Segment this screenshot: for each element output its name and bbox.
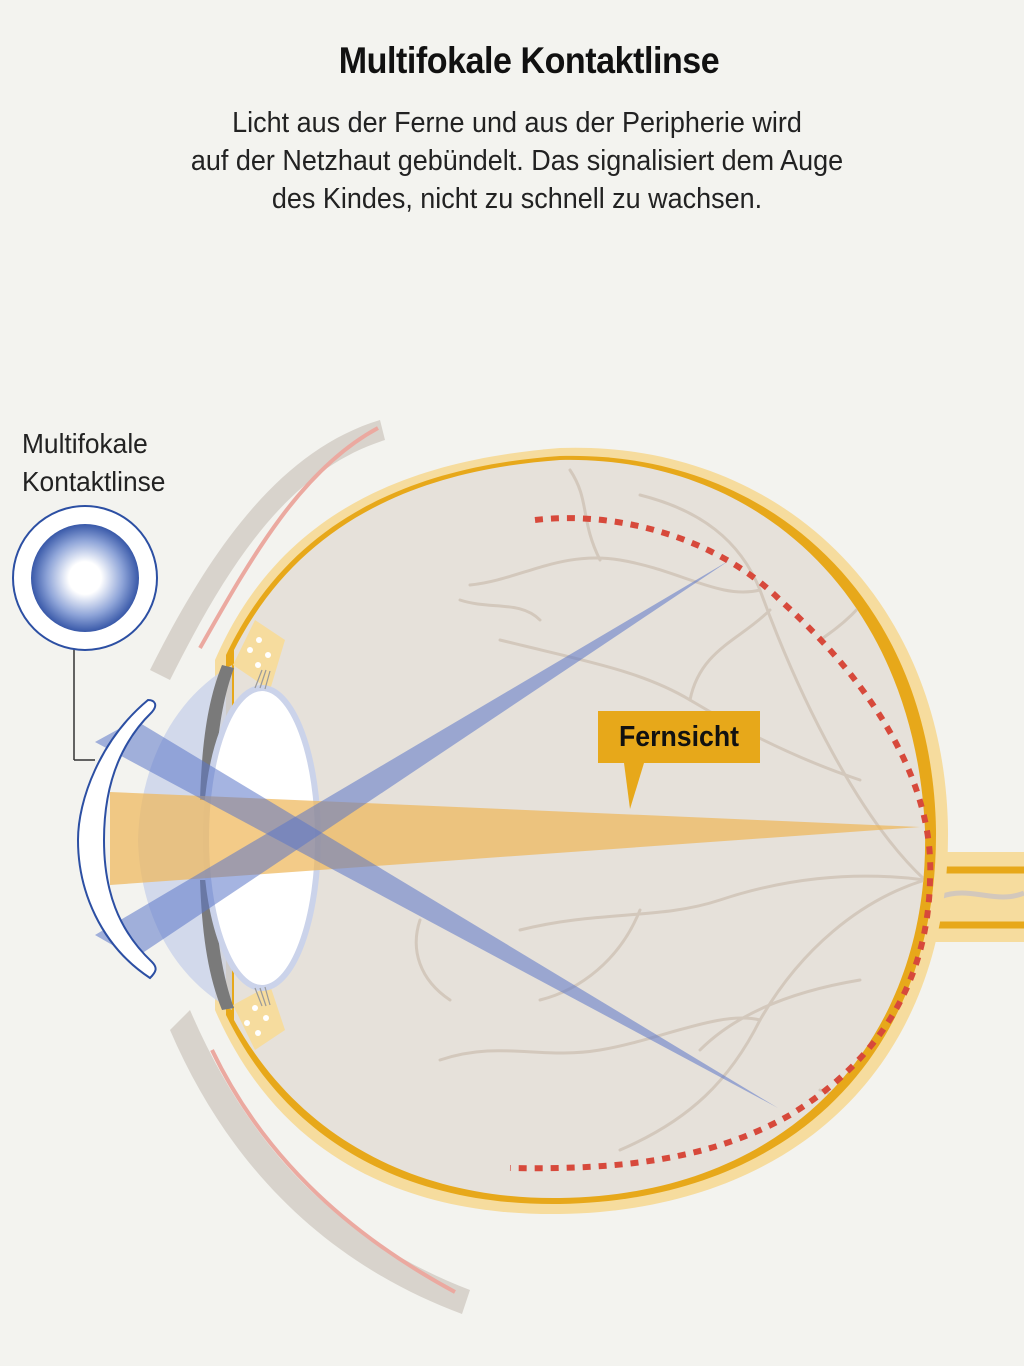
- zonule-fibers: [254, 669, 271, 1007]
- ciliary-body: [233, 620, 285, 1050]
- peripheral-beam: [95, 720, 778, 1108]
- subtitle-line: auf der Netzhaut gebündelt. Das signalis…: [190, 145, 844, 177]
- subtitle: Licht aus der Ferne und aus der Peripher…: [36, 104, 998, 218]
- lower-eyelid: [170, 1010, 470, 1314]
- peripheral-beam: [95, 560, 730, 958]
- iris: [200, 880, 234, 1010]
- fernsicht-callout: Fernsicht: [598, 711, 760, 809]
- title: Multifokale Kontaktlinse: [338, 40, 720, 81]
- lens-label-line: Multifokale: [22, 428, 148, 459]
- subtitle-line: Licht aus der Ferne und aus der Peripher…: [232, 107, 802, 139]
- multifocal-lens-icon: [31, 524, 139, 632]
- fernsicht-label: Fernsicht: [618, 721, 740, 753]
- contact-lens: [76, 698, 157, 980]
- lens-label-line: Kontaktlinse: [22, 466, 166, 497]
- upper-eyelid: [150, 420, 385, 680]
- callout-pointer: [624, 763, 644, 809]
- retina-focus-line: [509, 515, 934, 1172]
- subtitle-line: des Kindes, nicht zu schnell zu wachsen.: [271, 183, 763, 215]
- lens-label: Multifokale Kontaktlinse: [22, 425, 165, 501]
